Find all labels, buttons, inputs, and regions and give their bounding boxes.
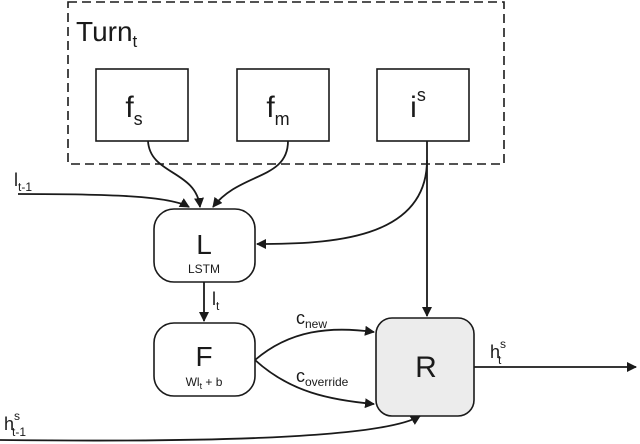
label-c-override: coverride: [296, 366, 349, 389]
is-box-rect: [376, 68, 470, 142]
edge-lt1-to-lstm: [17, 193, 190, 208]
label-l-t: lt: [212, 289, 220, 313]
fs-box-rect: [95, 68, 189, 142]
edges: [0, 140, 637, 442]
r-node-letter: R: [415, 351, 437, 384]
fs-box: fs: [95, 68, 189, 142]
edge-f-to-r-coverride: [254, 359, 375, 409]
turn-group: Turnt: [67, 1, 505, 165]
fm-box-label: fm: [266, 91, 289, 129]
fs-box-label: fs: [125, 91, 142, 129]
edge-fm-to-lstm: [212, 140, 289, 208]
lstm-node-caption: LSTM: [188, 262, 220, 276]
edge-hin-to-r: [0, 415, 421, 442]
label-c-new: cnew: [296, 308, 327, 331]
f-node-letter: F: [195, 341, 212, 372]
r-node: R: [375, 317, 475, 417]
lstm-node: L LSTM: [153, 208, 256, 283]
fm-box-rect: [236, 68, 330, 142]
edge-fs-to-lstm: [147, 140, 204, 208]
fm-box: fm: [236, 68, 330, 142]
f-node: F Wlt + b: [153, 322, 256, 397]
label-l-t-1: lt-1: [14, 170, 32, 194]
is-box-label: is: [410, 85, 426, 124]
edge-f-to-r-cnew: [254, 325, 375, 361]
f-node-caption: Wlt + b: [186, 375, 223, 391]
is-box: is: [376, 68, 470, 142]
turn-group-border: [67, 1, 505, 165]
edge-is-to-lstm: [256, 159, 428, 249]
turn-label: Turnt: [76, 16, 138, 51]
lstm-node-letter: L: [196, 229, 212, 260]
